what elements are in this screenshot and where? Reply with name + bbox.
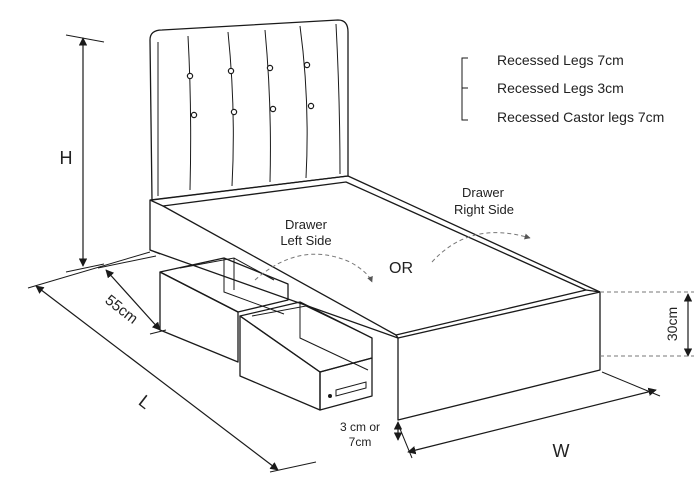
- base-height-label: 30cm: [664, 307, 680, 341]
- legend-item-2: Recessed Legs 3cm: [497, 80, 624, 96]
- base-height-dimension: [600, 291, 694, 357]
- buttons: [186, 61, 315, 119]
- height-dimension: [65, 34, 105, 273]
- height-label: H: [60, 148, 73, 168]
- drawer-left-label-line2: Left Side: [280, 233, 331, 248]
- bed-base: [149, 175, 601, 421]
- headboard: [149, 19, 349, 201]
- drawer-depth-label: 55cm: [102, 292, 141, 328]
- or-label: OR: [389, 260, 413, 277]
- leg-height-label-line2: 7cm: [349, 435, 372, 449]
- drawer-left-label-line1: Drawer: [285, 217, 328, 232]
- legend-item-1: Recessed Legs 7cm: [497, 52, 624, 68]
- drawer-right-label-line2: Right Side: [454, 202, 514, 217]
- drawer-handle: [328, 381, 367, 398]
- width-label: W: [553, 441, 570, 461]
- length-label: L: [135, 391, 155, 413]
- drawer-swing-arrows: [254, 232, 531, 283]
- drawer-right: [239, 301, 373, 411]
- legend-bracket: [461, 57, 468, 121]
- length-dimension: [27, 251, 317, 473]
- width-dimension: [397, 371, 661, 459]
- legend: Recessed Legs 7cm Recessed Legs 3cm Rece…: [497, 52, 664, 125]
- drawer-left: [159, 257, 289, 363]
- drawer-right-label-line1: Drawer: [462, 185, 505, 200]
- legend-item-3: Recessed Castor legs 7cm: [497, 109, 664, 125]
- leg-height-label-line1: 3 cm or: [340, 420, 380, 434]
